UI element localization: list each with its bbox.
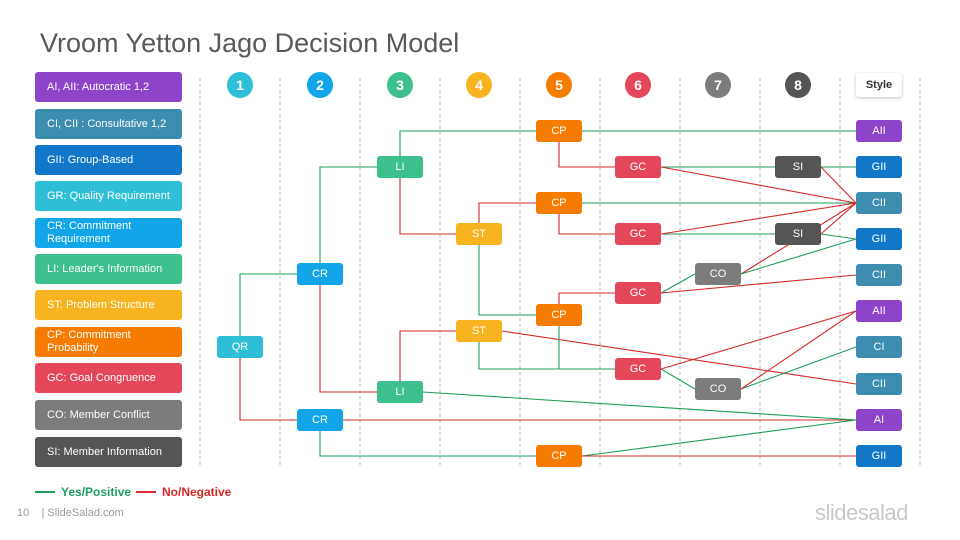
node-co1: CO <box>695 263 741 285</box>
node-qr: QR <box>217 336 263 358</box>
node-gc1: GC <box>615 156 661 178</box>
column-number-1: 1 <box>227 72 253 98</box>
node-cp1: CP <box>536 120 582 142</box>
node-o2: GII <box>856 156 902 178</box>
node-cp3: CP <box>536 304 582 326</box>
node-o7: CI <box>856 336 902 358</box>
edge-gc3-co1 <box>660 273 696 294</box>
node-o3: CII <box>856 192 902 214</box>
column-number-8: 8 <box>785 72 811 98</box>
edge-li1-cp1 <box>399 130 559 167</box>
edge-st1-cp3 <box>478 234 559 316</box>
node-gc3: GC <box>615 282 661 304</box>
page-number: 10 <box>17 507 30 519</box>
node-st1: ST <box>456 223 502 245</box>
legend-item-2: CI, CII : Consultative 1,2 <box>35 109 182 139</box>
edge-cp1-gc1 <box>558 131 638 168</box>
legend-item-1: AI, AII: Autocratic 1,2 <box>35 72 182 102</box>
no-line-swatch <box>136 491 156 493</box>
legend-item-8: CP: Commitment Probability <box>35 327 182 357</box>
edge-cr2-cp4 <box>319 420 559 457</box>
node-o6: AII <box>856 300 902 322</box>
footer-site: | SlideSalad.com <box>41 507 124 519</box>
edge-st2-o8 <box>501 330 857 385</box>
node-cr1: CR <box>297 263 343 285</box>
legend-item-11: SI: Member Information <box>35 437 182 467</box>
edge-cp4-o9 <box>581 419 857 457</box>
node-o8: CII <box>856 373 902 395</box>
column-number-3: 3 <box>387 72 413 98</box>
edge-gc4-o6 <box>660 310 857 370</box>
edge-qr-cr1 <box>239 273 320 347</box>
edge-cp3-gc4 <box>558 315 638 370</box>
brand-logo: slidesalad <box>815 500 908 525</box>
edge-qr-cr2 <box>239 347 320 421</box>
column-number-6: 6 <box>625 72 651 98</box>
legend-item-9: GC: Goal Congruence <box>35 363 182 393</box>
legend-item-10: CO: Member Conflict <box>35 400 182 430</box>
node-o10: GII <box>856 445 902 467</box>
edge-gc2-o3 <box>660 202 857 235</box>
node-o4: GII <box>856 228 902 250</box>
no-key-label: No/Negative <box>162 485 232 499</box>
no-key: No/Negative <box>136 485 231 499</box>
yes-key: Yes/Positive <box>35 485 131 499</box>
footer: 10 | SlideSalad.com <box>17 507 124 519</box>
column-number-4: 4 <box>466 72 492 98</box>
edge-gc4-co2 <box>660 368 696 390</box>
style-column-header: Style <box>856 73 902 97</box>
edge-co2-o7 <box>740 346 857 390</box>
edge-li2-o9 <box>422 391 857 421</box>
edge-si2-o3 <box>820 202 857 235</box>
edge-gc1-o3 <box>660 166 857 204</box>
node-si1: SI <box>775 156 821 178</box>
legend-item-3: GII: Group-Based <box>35 145 182 175</box>
edge-co2-o6 <box>740 310 857 390</box>
node-li1: LI <box>377 156 423 178</box>
node-si2: SI <box>775 223 821 245</box>
node-co2: CO <box>695 378 741 400</box>
node-cr2: CR <box>297 409 343 431</box>
column-number-2: 2 <box>307 72 333 98</box>
node-gc2: GC <box>615 223 661 245</box>
legend-item-7: ST: Problem Structure <box>35 290 182 320</box>
node-cp4: CP <box>536 445 582 467</box>
legend-item-6: LI: Leader's Information <box>35 254 182 284</box>
page-title: Vroom Yetton Jago Decision Model <box>40 28 460 58</box>
edge-cr1-li2 <box>319 274 400 393</box>
node-o5: CII <box>856 264 902 286</box>
column-number-5: 5 <box>546 72 572 98</box>
edge-cr1-li1 <box>319 166 400 274</box>
edge-co1-o4 <box>740 238 857 275</box>
node-st2: ST <box>456 320 502 342</box>
node-li2: LI <box>377 381 423 403</box>
column-number-7: 7 <box>705 72 731 98</box>
edge-li2-st2 <box>399 330 479 392</box>
node-cp2: CP <box>536 192 582 214</box>
yes-key-label: Yes/Positive <box>61 485 132 499</box>
legend-item-5: CR: Commitment Requirement <box>35 218 182 248</box>
edge-li1-st1 <box>399 167 479 235</box>
edge-gc3-o5 <box>660 274 857 294</box>
node-o1: AII <box>856 120 902 142</box>
yes-line-swatch <box>35 491 55 493</box>
node-o9: AI <box>856 409 902 431</box>
legend-item-4: GR: Quality Requirement <box>35 181 182 211</box>
node-gc4: GC <box>615 358 661 380</box>
edge-si2-o4 <box>820 233 857 240</box>
edge-si1-o3 <box>820 166 857 204</box>
